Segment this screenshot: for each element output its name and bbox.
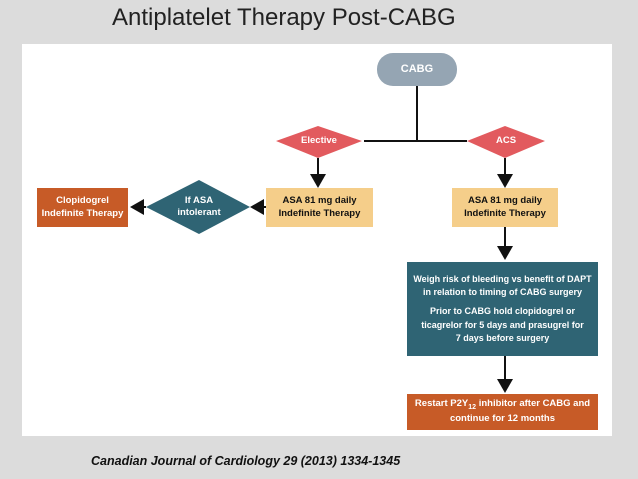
if-asa-diamond [146, 180, 250, 234]
weigh-line-2: in relation to timing of CABG surgery [422, 287, 582, 298]
if-asa-line-2: intolerant [177, 207, 221, 218]
cabg-label: CABG [400, 63, 434, 76]
elective-diamond [276, 126, 362, 158]
restart-prefix: Restart P2Y [414, 398, 469, 410]
weigh-line-1: Weigh risk of bleeding vs benefit of DAP… [413, 274, 592, 285]
restart-line-2: continue for 12 months [449, 412, 556, 424]
restart-line-1: Restart P2Y12 inhibitor after CABG and [415, 398, 590, 412]
if-asa-line-1: If ASA [184, 194, 214, 206]
asa-elective-box: ASA 81 mg daily Indefinite Therapy [266, 188, 373, 227]
restart-box: Restart P2Y12 inhibitor after CABG and c… [407, 394, 598, 430]
slide-title: Antiplatelet Therapy Post-CABG [112, 4, 456, 31]
asa-acs-line-2: Indefinite Therapy [464, 207, 546, 219]
elective-label: Elective [301, 134, 337, 146]
asa-elective-line-2: Indefinite Therapy [278, 207, 361, 219]
weigh-line-6: 7 days before surgery [455, 332, 550, 343]
asa-elective-line-1: ASA 81 mg daily [282, 194, 357, 206]
asa-acs-line-1: ASA 81 mg daily [467, 194, 543, 206]
clopidogrel-box: Clopidogrel Indefinite Therapy [37, 188, 128, 227]
cabg-node: CABG [377, 53, 457, 86]
acs-diamond [467, 126, 545, 158]
asa-acs-box: ASA 81 mg daily Indefinite Therapy [452, 188, 558, 227]
restart-suffix: inhibitor after CABG and [476, 398, 591, 410]
restart-subscript: 12 [468, 404, 477, 412]
weigh-line-4: Prior to CABG hold clopidogrel or [430, 306, 575, 317]
flowchart-panel [22, 44, 612, 436]
acs-label: ACS [495, 134, 517, 146]
weigh-line-5: ticagrelor for 5 days and prasugrel for [421, 319, 584, 330]
if-asa-label: If ASA intolerant [160, 192, 238, 222]
clopidogrel-line-2: Indefinite Therapy [41, 207, 124, 219]
clopidogrel-line-1: Clopidogrel [56, 194, 109, 206]
citation: Canadian Journal of Cardiology 29 (2013)… [91, 454, 401, 468]
weigh-risk-box: Weigh risk of bleeding vs benefit of DAP… [407, 262, 598, 356]
